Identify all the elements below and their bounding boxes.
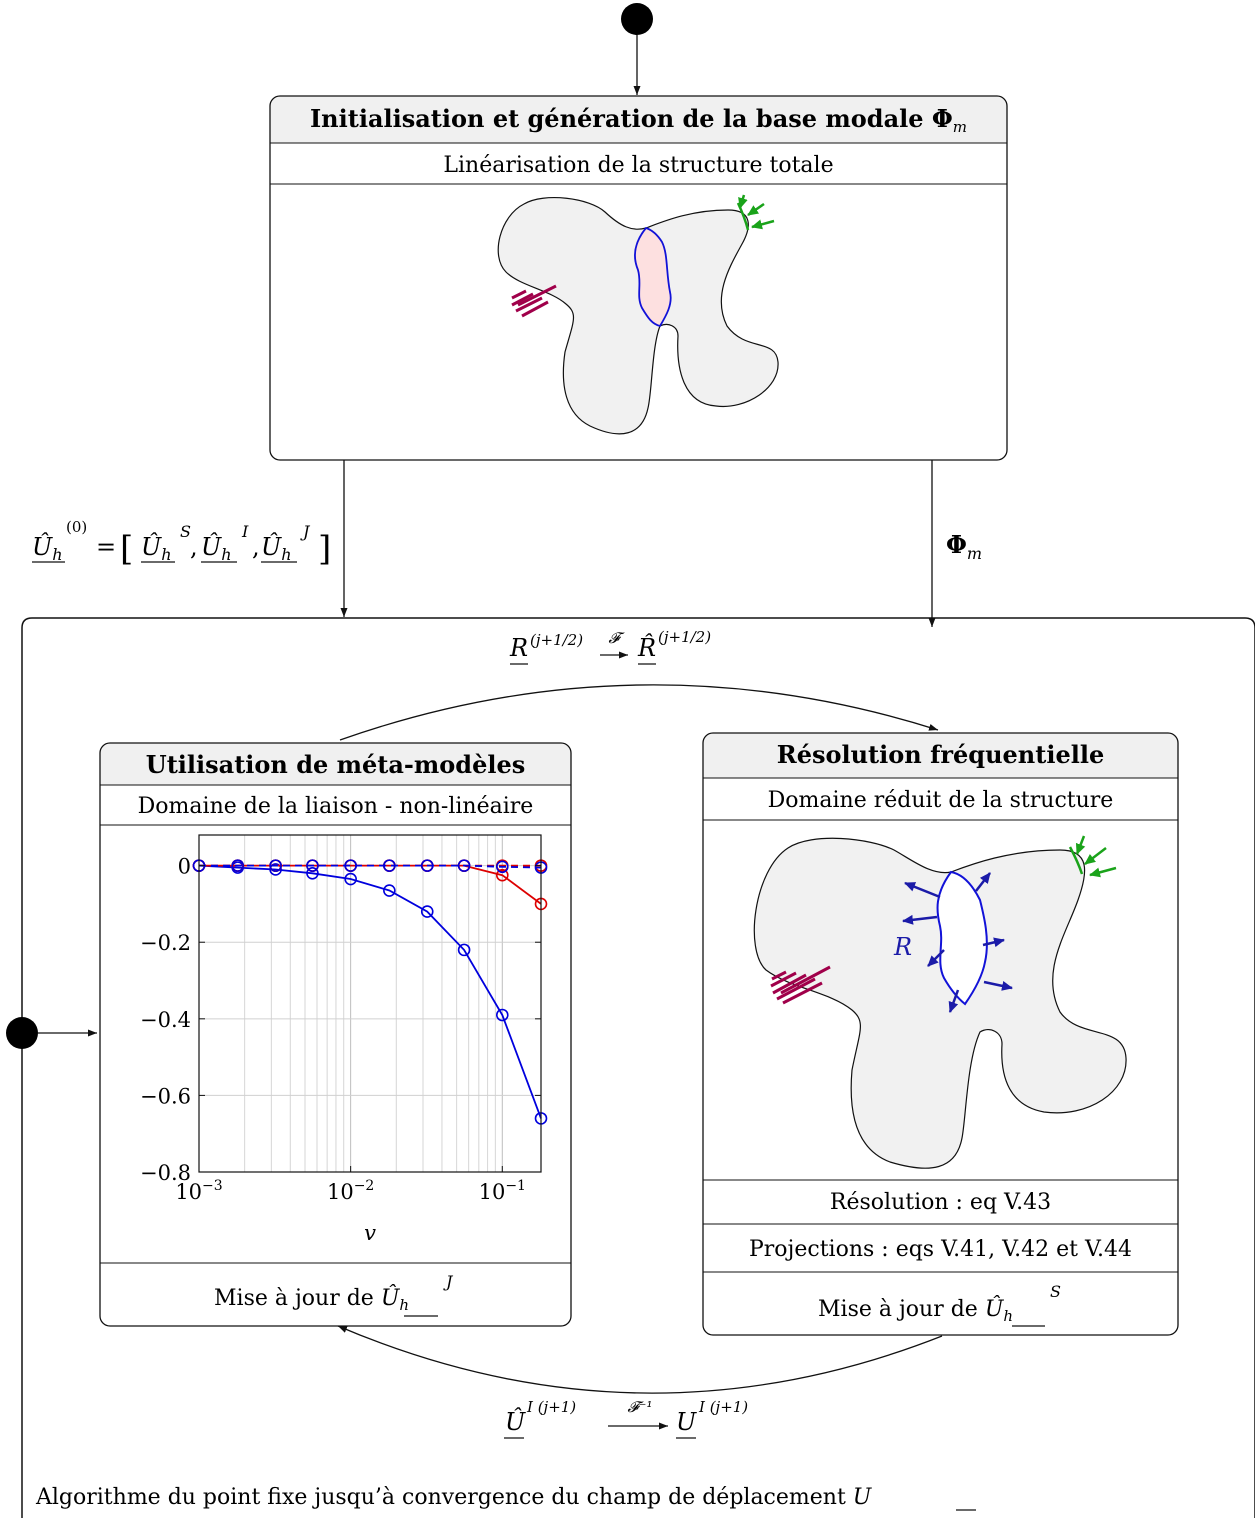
metamodel-box-footer: Mise à jour de	[214, 1286, 374, 1311]
metamodel-box: Utilisation de méta-modèles Domaine de l…	[99, 742, 572, 1327]
svg-text:S: S	[180, 522, 191, 541]
chart-point	[344, 859, 357, 872]
chart-point	[383, 884, 396, 897]
svg-text:I (j+1): I (j+1)	[698, 1398, 748, 1416]
svg-text:U: U	[676, 1408, 697, 1436]
chart-point	[269, 863, 282, 876]
chart-frame	[198, 834, 542, 1173]
metamodel-box-title: Utilisation de méta-modèles	[146, 750, 525, 779]
chart-point	[231, 859, 245, 872]
svg-text:Initialisation et génération d: Initialisation et génération de la base …	[310, 104, 967, 136]
initial-state-item-2: Ûh J	[261, 522, 311, 564]
initial-state-item-1: Ûh I	[201, 522, 249, 564]
frequency-box-subtitle: Domaine réduit de la structure	[768, 788, 1114, 813]
svg-text:J: J	[300, 522, 311, 541]
init-box-title-symbol-sub: m	[953, 118, 967, 136]
chart-point	[420, 905, 434, 918]
chart-point	[495, 1008, 509, 1022]
chart-point	[457, 859, 471, 872]
chart-ytick-label: −0.8	[140, 1161, 191, 1185]
structure-illustration-top	[497, 194, 779, 435]
svg-text:R: R	[509, 634, 528, 662]
loop-caption: Algorithme du point fixe jusqu’à converg…	[35, 1485, 873, 1510]
structure-illustration-reduced: R	[753, 835, 1127, 1169]
svg-text:Ûh: Ûh	[141, 532, 172, 564]
metamodel-chart: 0 −0.2 −0.4 −0.6 −0.810−3 10−2 10−1 v	[140, 834, 548, 1245]
svg-text:Û: Û	[505, 1407, 526, 1436]
svg-text:𝓕: 𝓕	[608, 629, 625, 647]
chart-point	[383, 859, 396, 872]
inverse-fft-arrow	[337, 1325, 943, 1394]
loop-entry-node	[6, 1017, 38, 1049]
chart-xtick-label: 10−2	[327, 1178, 374, 1204]
initial-state-item-0: Ûh S	[141, 522, 191, 564]
svg-text:[: [	[120, 529, 133, 569]
fixed-point-loop-frame	[21, 617, 1255, 1518]
svg-text:Mise à jour de Ûh: Mise à jour de Ûh	[818, 1295, 1013, 1325]
fft-arrow-label: R (j+1/2) 𝓕 R̂ (j+1/2)	[509, 628, 711, 665]
init-box-subtitle: Linéarisation de la structure totale	[443, 153, 833, 178]
initial-state-label: Ûh (0) = [ Ûh S , Ûh I , Ûh J ]	[32, 518, 331, 569]
svg-text:I: I	[241, 522, 249, 541]
fft-arrow	[339, 684, 939, 741]
chart-xtick-label: 10−1	[479, 1178, 526, 1204]
chart-point	[495, 868, 509, 882]
chart-ytick-label: −0.6	[140, 1084, 191, 1108]
svg-text:,: ,	[190, 533, 198, 561]
svg-text:]: ]	[318, 529, 331, 569]
interface-label: R	[893, 933, 912, 961]
svg-text:=: =	[96, 533, 116, 561]
svg-text:R̂: R̂	[637, 634, 656, 662]
start-node	[621, 3, 653, 35]
init-box-title: Initialisation et génération de la base …	[310, 104, 924, 133]
chart-point	[495, 860, 509, 874]
svg-text:𝓕⁻¹: 𝓕⁻¹	[627, 1398, 652, 1416]
svg-text:Ûh: Ûh	[201, 532, 232, 564]
svg-text:J: J	[443, 1272, 454, 1291]
inverse-fft-arrow-label: Û I (j+1) 𝓕⁻¹ U I (j+1)	[504, 1398, 748, 1439]
svg-text:Ûh: Ûh	[32, 532, 63, 564]
svg-text:Mise à jour de Ûh: Mise à jour de Ûh	[214, 1284, 409, 1314]
metamodel-box-subtitle: Domaine de la liaison - non-linéaire	[138, 794, 534, 819]
svg-text:I (j+1): I (j+1)	[526, 1398, 576, 1416]
svg-text:(j+1/2): (j+1/2)	[658, 628, 711, 646]
chart-point	[306, 859, 319, 872]
chart-xlabel: v	[364, 1221, 376, 1245]
chart-series-line-3	[199, 864, 542, 869]
projections-row: Projections : eqs V.41, V.42 et V.44	[749, 1237, 1132, 1262]
chart-point	[420, 859, 434, 872]
init-box: Initialisation et génération de la base …	[269, 95, 1008, 461]
chart-xtick-label: 10−3	[175, 1178, 222, 1204]
chart-point	[269, 859, 282, 872]
chart-ytick-label: −0.2	[140, 931, 191, 955]
chart-point	[457, 943, 471, 957]
resolution-row: Résolution : eq V.43	[830, 1190, 1051, 1215]
svg-text:S: S	[1050, 1282, 1061, 1301]
chart-series-line-0	[198, 864, 542, 1119]
frequency-box-title: Résolution fréquentielle	[777, 740, 1104, 769]
init-box-title-symbol: Φ	[932, 104, 953, 133]
frequency-box-footer: Mise à jour de	[818, 1297, 978, 1322]
frequency-box: Résolution fréquentielle Domaine réduit …	[702, 732, 1179, 1336]
svg-text:(0): (0)	[66, 518, 87, 536]
chart-ytick-label: 0	[178, 855, 191, 879]
modal-basis-label: Φm	[946, 530, 982, 563]
chart-point	[306, 866, 319, 880]
chart-ytick-label: −0.4	[140, 1008, 191, 1032]
chart-point	[344, 872, 357, 886]
svg-text:Ûh: Ûh	[261, 532, 292, 564]
svg-text:,: ,	[252, 533, 260, 561]
svg-text:(j+1/2): (j+1/2)	[530, 631, 583, 649]
